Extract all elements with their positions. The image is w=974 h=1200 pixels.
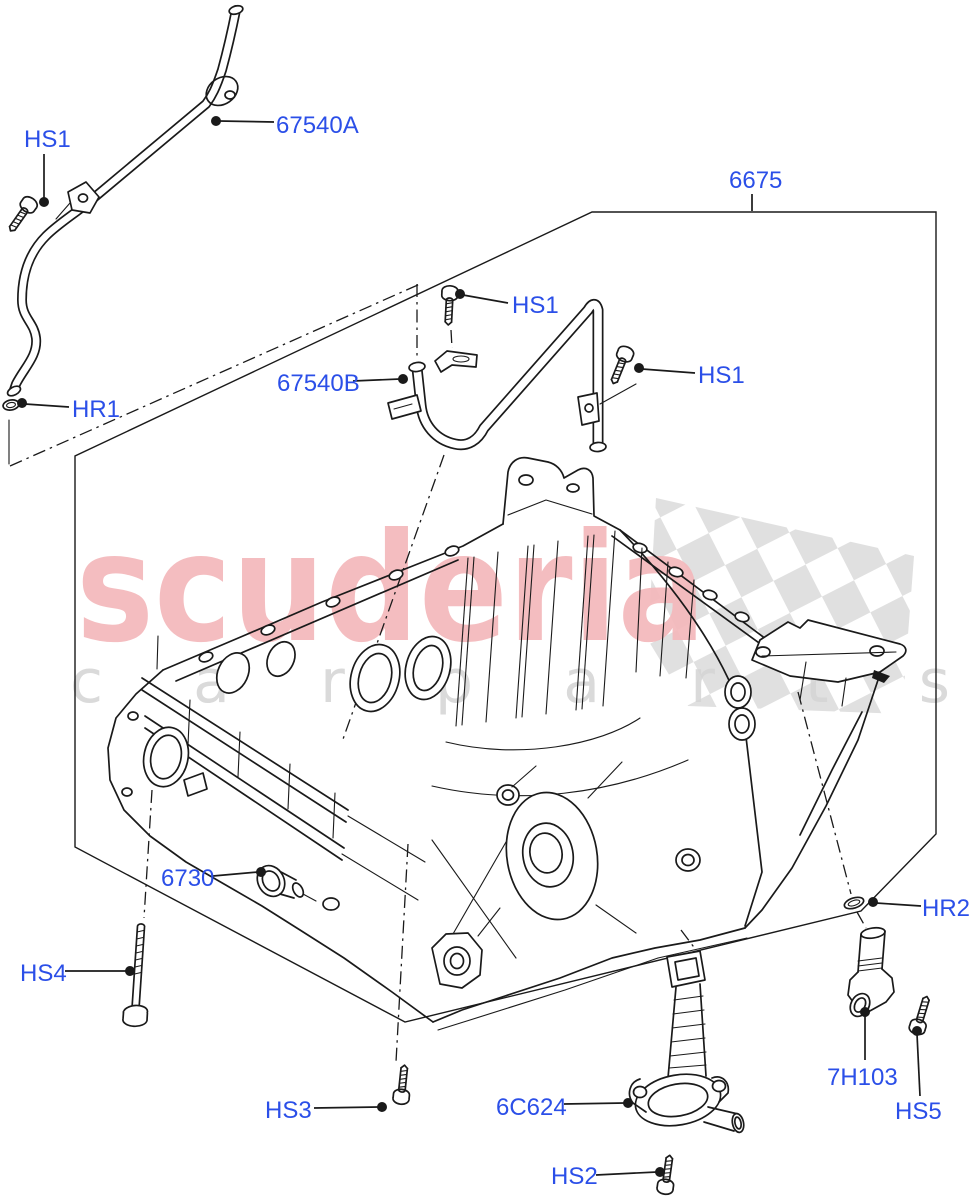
callout-hs5[interactable]: HS5 [895, 1098, 942, 1125]
tube-lower-arm-tab [387, 394, 422, 420]
callout-leaders [17, 116, 922, 1177]
ladder-frame [121, 677, 517, 961]
callout-67540b[interactable]: 67540B [277, 370, 360, 397]
bolt-hs1-middle [439, 284, 460, 327]
rib-lines [455, 530, 695, 727]
watermark: scuderia carparts [70, 498, 950, 717]
callout-6730[interactable]: 6730 [161, 865, 214, 892]
callout-67540a[interactable]: 67540A [276, 112, 359, 139]
callout-hs1-top-left[interactable]: HS1 [24, 126, 71, 153]
callout-6675[interactable]: 6675 [729, 167, 782, 194]
drain-plug [256, 864, 317, 902]
oil-indicator-tube-lower [387, 298, 637, 453]
callout-hs1-middle[interactable]: HS1 [512, 292, 559, 319]
tube-lower-bracket [577, 392, 600, 426]
bolt-hs4 [122, 923, 149, 1028]
oil-pan-drawing [107, 456, 907, 1031]
callout-hs2[interactable]: HS2 [551, 1163, 598, 1190]
flange-bolt-holes [198, 542, 750, 663]
bolt-hs3 [391, 1063, 414, 1106]
callout-hr1[interactable]: HR1 [72, 396, 120, 423]
construction-lines [8, 283, 867, 1063]
crank-seal-bore [505, 791, 599, 921]
oil-level-sensor [628, 950, 745, 1134]
oil-indicator-tube-upper [6, 4, 244, 397]
callout-7h103[interactable]: 7H103 [827, 1064, 898, 1091]
o-ring-hr2 [843, 896, 865, 910]
callout-hs1-right[interactable]: HS1 [698, 362, 745, 389]
callout-hs3[interactable]: HS3 [265, 1097, 312, 1124]
tube-bracket [67, 181, 100, 214]
tube-clamp-plate [434, 350, 478, 373]
callout-hr2[interactable]: HR2 [922, 895, 970, 922]
callout-labels: HS1 67540A 6675 HS1 67540B HS1 HR1 6730 … [20, 112, 970, 1190]
tube-clamp [205, 75, 239, 107]
callout-hs4[interactable]: HS4 [20, 960, 67, 987]
bolt-hs1-right [604, 343, 637, 388]
sensor-7h103 [847, 926, 895, 1018]
o-ring-hr1 [2, 399, 20, 411]
callout-6c624[interactable]: 6C624 [496, 1094, 567, 1121]
bolt-hs1-top [3, 193, 41, 237]
